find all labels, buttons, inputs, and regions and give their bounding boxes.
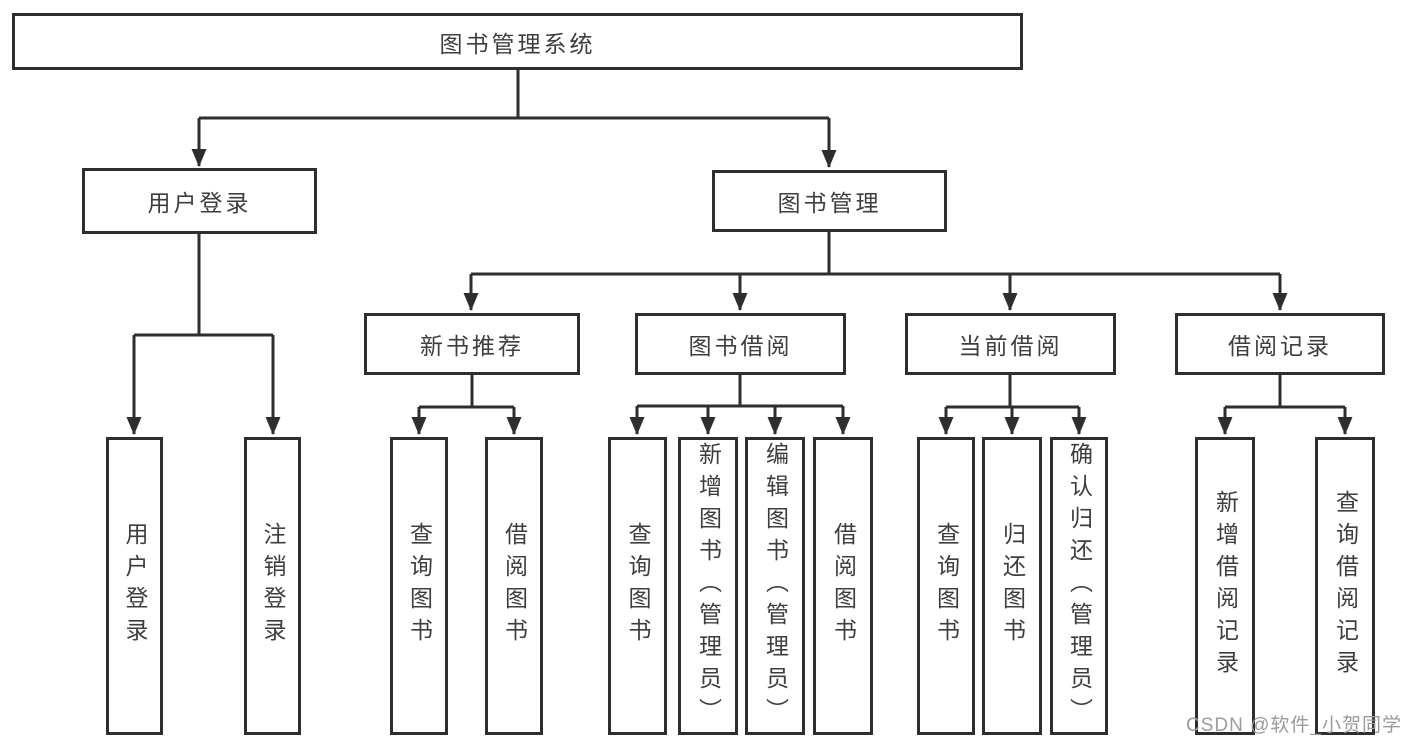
csdn-watermark: CSDN @软件_小贺同学 <box>1186 715 1402 736</box>
leaf-confirm-return-admin-label: 确认归还（管理员） <box>1066 442 1093 730</box>
leaf-query-borrow-record: 查询借阅记录 <box>1315 437 1375 735</box>
leaf-recommend-query-books-label: 查询图书 <box>406 522 433 650</box>
leaf-return-books-label: 归还图书 <box>999 522 1026 650</box>
leaf-borrow-query-books: 查询图书 <box>608 437 667 735</box>
leaf-confirm-return-admin: 确认归还（管理员） <box>1050 437 1108 735</box>
node-book-management-label: 图书管理 <box>777 190 882 216</box>
leaf-logout-label: 注销登录 <box>260 522 286 650</box>
leaf-borrow-books: 借阅图书 <box>813 437 873 735</box>
leaf-current-query-books: 查询图书 <box>917 437 975 735</box>
node-new-book-recommend-label: 新书推荐 <box>420 333 524 359</box>
leaf-borrow-query-books-label: 查询图书 <box>625 522 651 650</box>
leaf-edit-books-admin-label: 编辑图书（管理员） <box>762 442 789 730</box>
node-user-login: 用户登录 <box>82 168 317 234</box>
node-new-book-recommend: 新书推荐 <box>364 313 580 375</box>
node-current-borrow: 当前借阅 <box>905 313 1116 375</box>
node-user-login-label: 用户登录 <box>147 190 252 216</box>
node-book-borrow-label: 图书借阅 <box>688 333 793 359</box>
node-book-borrow: 图书借阅 <box>635 313 846 375</box>
node-current-borrow-label: 当前借阅 <box>958 333 1063 359</box>
node-borrow-record-label: 借阅记录 <box>1228 333 1332 359</box>
leaf-recommend-borrow-books: 借阅图书 <box>485 437 543 735</box>
node-root-label: 图书管理系统 <box>439 30 596 57</box>
leaf-edit-books-admin: 编辑图书（管理员） <box>745 437 805 735</box>
node-borrow-record: 借阅记录 <box>1175 313 1385 375</box>
leaf-add-books-admin-label: 新增图书（管理员） <box>695 442 722 730</box>
leaf-add-borrow-record: 新增借阅记录 <box>1195 437 1255 735</box>
leaf-query-borrow-record-label: 查询借阅记录 <box>1332 490 1359 682</box>
leaf-recommend-borrow-books-label: 借阅图书 <box>501 522 528 650</box>
node-book-management: 图书管理 <box>712 170 947 232</box>
leaf-add-borrow-record-label: 新增借阅记录 <box>1212 490 1239 682</box>
leaf-add-books-admin: 新增图书（管理员） <box>678 437 738 735</box>
leaf-user-login-label: 用户登录 <box>122 522 148 650</box>
leaf-current-query-books-label: 查询图书 <box>933 522 960 650</box>
leaf-recommend-query-books: 查询图书 <box>390 437 448 735</box>
node-root-library-system: 图书管理系统 <box>12 13 1023 70</box>
leaf-user-login: 用户登录 <box>106 437 163 735</box>
leaf-logout: 注销登录 <box>244 437 301 735</box>
leaf-borrow-books-label: 借阅图书 <box>830 522 857 650</box>
leaf-return-books: 归还图书 <box>982 437 1042 735</box>
